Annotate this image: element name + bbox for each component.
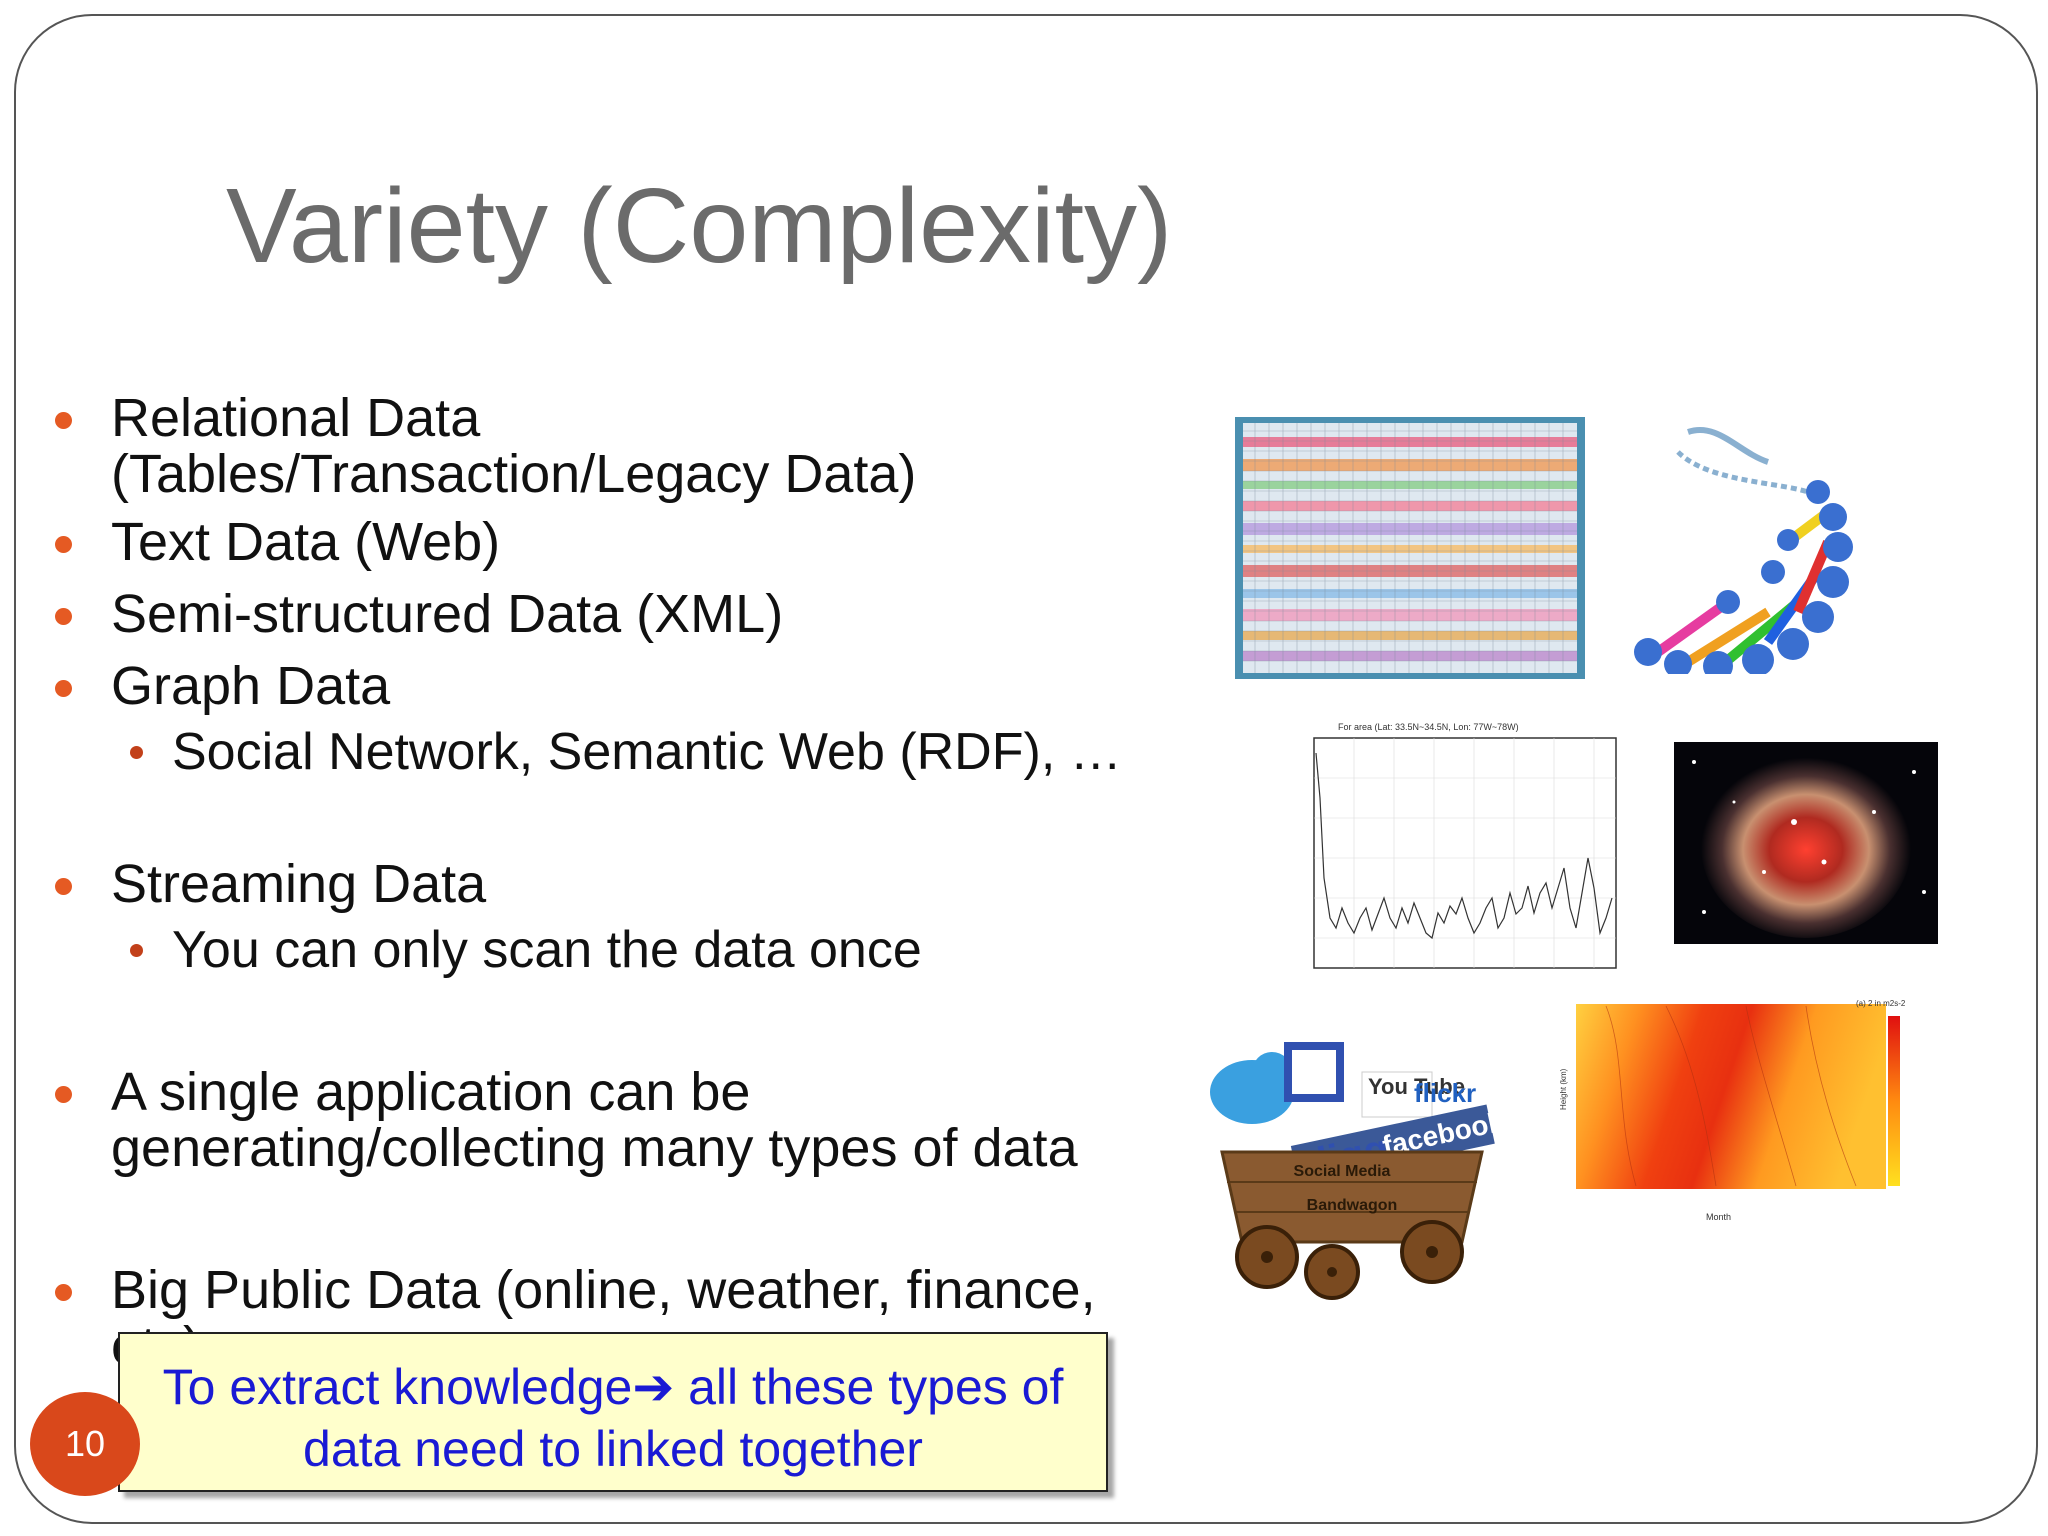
bullet-semi-structured: Semi-structured Data (XML)	[55, 584, 784, 644]
sub-bullet-scan-once: You can only scan the data once	[130, 921, 922, 979]
bandwagon-label: Bandwagon	[1307, 1197, 1398, 1214]
bullet-dot	[55, 1284, 72, 1301]
bullet-dot	[55, 878, 72, 895]
bullet-streaming: Streaming Data	[55, 854, 487, 914]
bullet-text: Relational Data	[111, 388, 481, 448]
bullet-text: Text Data (Web)	[111, 512, 501, 572]
bullet-dot	[55, 1086, 72, 1103]
bullet-single-application: A single application can be generating/c…	[55, 1062, 1078, 1178]
callout-line-1: To extract knowledge➔ all these types of	[162, 1359, 1064, 1415]
bullet-relational: Relational Data (Tables/Transaction/Lega…	[55, 388, 917, 504]
heatmap-x-label: Month	[1706, 1212, 1731, 1222]
sub-bullet-text: Social Network, Semantic Web (RDF), …	[172, 723, 1122, 781]
sub-bullet-text: You can only scan the data once	[172, 921, 922, 979]
flickr-label: flickr	[1414, 1078, 1476, 1108]
timeseries-caption: For area (Lat: 33.5N~34.5N, Lon: 77W~78W…	[1338, 722, 1519, 732]
heatmap-plot-image: (a) 2 in m2s-2 Month Height (km)	[1546, 996, 1966, 1226]
relational-table-image	[1235, 417, 1585, 679]
page-number-badge: 10	[30, 1392, 140, 1496]
sub-bullet-dot	[130, 746, 143, 759]
bullet-text-continuation: generating/collecting many types of data	[111, 1118, 1078, 1178]
callout-line-2: data need to linked together	[303, 1421, 923, 1477]
bullet-text: Big Public Data (online, weather, financ…	[111, 1260, 1096, 1320]
bullet-text: Streaming Data	[111, 854, 487, 914]
nebula-photo-image	[1674, 742, 1938, 944]
bullet-text: Graph Data	[111, 656, 391, 716]
callout-box: To extract knowledge➔ all these types of…	[118, 1332, 1108, 1492]
bullet-dot	[55, 412, 72, 429]
youtube-label: You Tube	[1368, 1074, 1465, 1099]
social-media-label: Social Media	[1294, 1163, 1391, 1180]
bullet-dot	[55, 608, 72, 625]
heatmap-y-label: Height (km)	[1559, 1068, 1568, 1110]
bullet-list: Relational Data (Tables/Transaction/Lega…	[55, 388, 1122, 1374]
bullet-text-data: Text Data (Web)	[55, 512, 501, 572]
bullet-dot	[55, 536, 72, 553]
sub-bullet-dot	[130, 944, 143, 957]
slide-title: Variety (Complexity)	[226, 167, 1173, 285]
dna-helix-image	[1628, 412, 1890, 674]
social-media-bandwagon-image: You Tube flickr digg facebook Social Med…	[1192, 1032, 1522, 1312]
bullet-text-continuation: (Tables/Transaction/Legacy Data)	[111, 444, 917, 504]
time-series-plot-image: For area (Lat: 33.5N~34.5N, Lon: 77W~78W…	[1278, 718, 1628, 988]
bullet-graph-data: Graph Data	[55, 656, 391, 716]
bullet-dot	[55, 680, 72, 697]
sub-bullet-social-network: Social Network, Semantic Web (RDF), …	[130, 723, 1122, 781]
bullet-text: Semi-structured Data (XML)	[111, 584, 784, 644]
colorbar-label: (a) 2 in m2s-2	[1856, 999, 1906, 1008]
bullet-text: A single application can be	[111, 1062, 751, 1122]
